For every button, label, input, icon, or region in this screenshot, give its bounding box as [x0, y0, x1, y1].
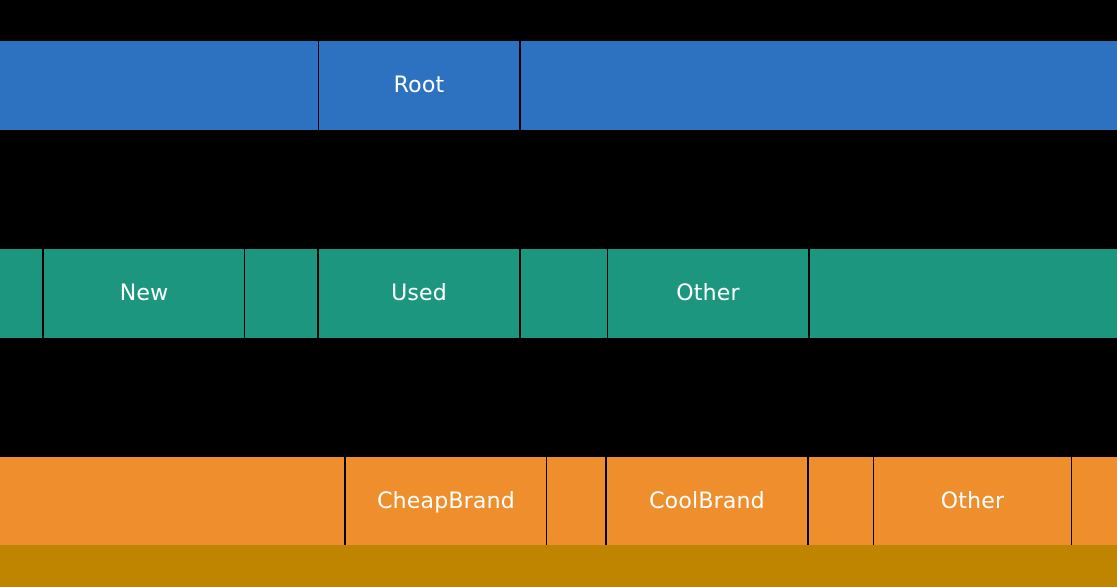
node-label: CoolBrand: [649, 488, 765, 514]
node-cheapbrand[interactable]: CheapBrand: [346, 457, 546, 546]
node-segment[interactable]: [809, 457, 873, 546]
node-segment[interactable]: [521, 41, 1117, 130]
node-used[interactable]: Used: [319, 249, 519, 338]
node-segment[interactable]: [245, 249, 317, 338]
node-new[interactable]: New: [44, 249, 244, 338]
node-segment[interactable]: [0, 457, 344, 546]
node-label: Other: [940, 488, 1005, 514]
node-segment[interactable]: [0, 41, 318, 130]
node-segment[interactable]: [521, 249, 607, 338]
node-label: New: [119, 280, 169, 306]
node-segment[interactable]: [1072, 457, 1117, 546]
node-segment[interactable]: [547, 457, 605, 546]
category-level: New Used Other: [0, 249, 1117, 338]
node-root[interactable]: Root: [319, 41, 519, 130]
node-label: Other: [676, 280, 740, 306]
node-segment[interactable]: [810, 249, 1117, 338]
node-coolbrand[interactable]: CoolBrand: [607, 457, 807, 546]
node-segment[interactable]: [0, 249, 42, 338]
node-label: Root: [393, 72, 445, 98]
root-level: Root: [0, 41, 1117, 130]
node-segment[interactable]: [0, 545, 1117, 587]
brand-level: CheapBrand CoolBrand Other: [0, 457, 1117, 546]
node-label: Used: [391, 280, 447, 306]
leaf-level: [0, 545, 1117, 587]
node-other[interactable]: Other: [608, 249, 808, 338]
node-other[interactable]: Other: [874, 457, 1071, 546]
node-label: CheapBrand: [377, 488, 515, 514]
